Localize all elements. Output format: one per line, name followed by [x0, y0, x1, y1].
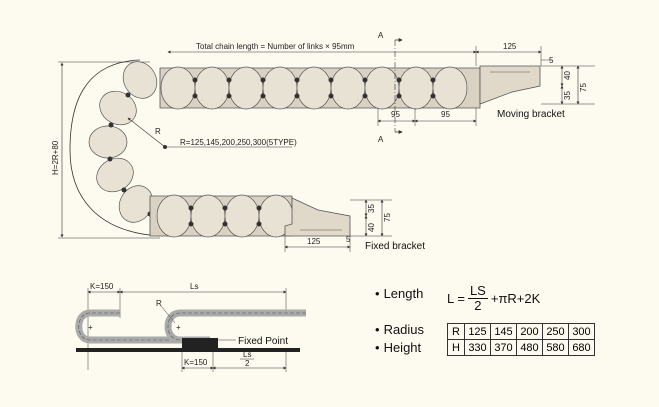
height-value: 580 [542, 339, 569, 356]
upper-link-pins [192, 77, 436, 99]
dim-35-top: 35 [563, 91, 572, 100]
height-label: •Height [375, 340, 422, 355]
k-top: K=150 [90, 282, 114, 291]
section-marker-top: A [378, 31, 384, 40]
radius-symbol-bottom: R [156, 299, 162, 308]
fixed-platform [76, 348, 300, 352]
formula-num: LS [467, 283, 488, 299]
dim-125-top: 125 [503, 42, 517, 51]
total-length-note: Total chain length = Number of links × 9… [196, 42, 355, 51]
dim-75-top: 75 [579, 83, 588, 92]
radius-value: 145 [490, 323, 517, 340]
lower-link-pins [188, 205, 262, 227]
formula-rest: +πR+2K [490, 291, 541, 306]
formula-fraction: LS 2 [467, 283, 488, 313]
height-value: 480 [516, 339, 543, 356]
upper-link-row [160, 66, 468, 110]
height-value: 370 [490, 339, 517, 356]
radius-value: 125 [464, 323, 491, 340]
outer-envelope-arc [69, 59, 161, 237]
section-marker-bottom: A [378, 135, 384, 144]
radius-value: 300 [568, 323, 595, 340]
radius-row: R 125 145 200 250 300 [447, 323, 595, 340]
dim-35-bottom: 35 [367, 204, 376, 213]
radius-value: 200 [516, 323, 543, 340]
dim-75-bottom: 75 [383, 213, 392, 222]
dim-125-bottom: 125 [307, 237, 321, 246]
fixed-bracket-label: Fixed bracket [365, 241, 425, 252]
dim-40-bottom: 40 [367, 223, 376, 232]
length-formula: L = LS 2 +πR+2K [447, 284, 540, 313]
radius-note: R=125,145,200,250,300(5TYPE) [180, 138, 297, 147]
height-value: 330 [464, 339, 491, 356]
fixed-point-label: Fixed Point [238, 336, 288, 347]
bend-link-row [88, 61, 158, 223]
height-note: H=2R+80 [51, 140, 60, 175]
lower-link-row [156, 194, 294, 238]
radius-symbol-top: R [155, 127, 161, 136]
dim-5-top: 5 [549, 56, 554, 65]
fixed-block [182, 338, 218, 348]
fixed-point-mark-left: + [88, 323, 93, 332]
moving-bracket-label: Moving bracket [497, 109, 565, 120]
top-chain-diagram: H=2R+80 Total chain length = Number of l… [51, 31, 595, 252]
height-value: 680 [568, 339, 595, 356]
ls-top: Ls [190, 282, 198, 291]
height-row: H 330 370 480 580 680 [447, 339, 595, 356]
k-bottom: K=150 [184, 358, 208, 367]
pitch-2: 95 [441, 110, 450, 119]
formula-den: 2 [474, 298, 482, 313]
radius-label: •Radius [375, 322, 425, 337]
fixed-bracket-shape [284, 197, 351, 237]
r-header: R [447, 323, 465, 340]
pitch-1: 95 [391, 110, 400, 119]
formula-lhs: L = [447, 291, 465, 306]
fixed-point-mark-right: + [176, 323, 181, 332]
ls-half-num: Ls [243, 350, 251, 359]
spec-table: R 125 145 200 250 300 H 330 370 480 580 … [447, 323, 595, 356]
dim-5-bottom: 5 [346, 235, 351, 244]
moving-bracket-shape [479, 65, 541, 105]
h-header: H [447, 339, 465, 356]
dim-40-top: 40 [563, 71, 572, 80]
installation-diagram: K=150 Ls R + + Fixed Point K=150 Ls 2 [75, 282, 306, 372]
length-label: •Length [375, 286, 424, 301]
radius-value: 250 [542, 323, 569, 340]
ls-half-den: 2 [245, 359, 250, 368]
